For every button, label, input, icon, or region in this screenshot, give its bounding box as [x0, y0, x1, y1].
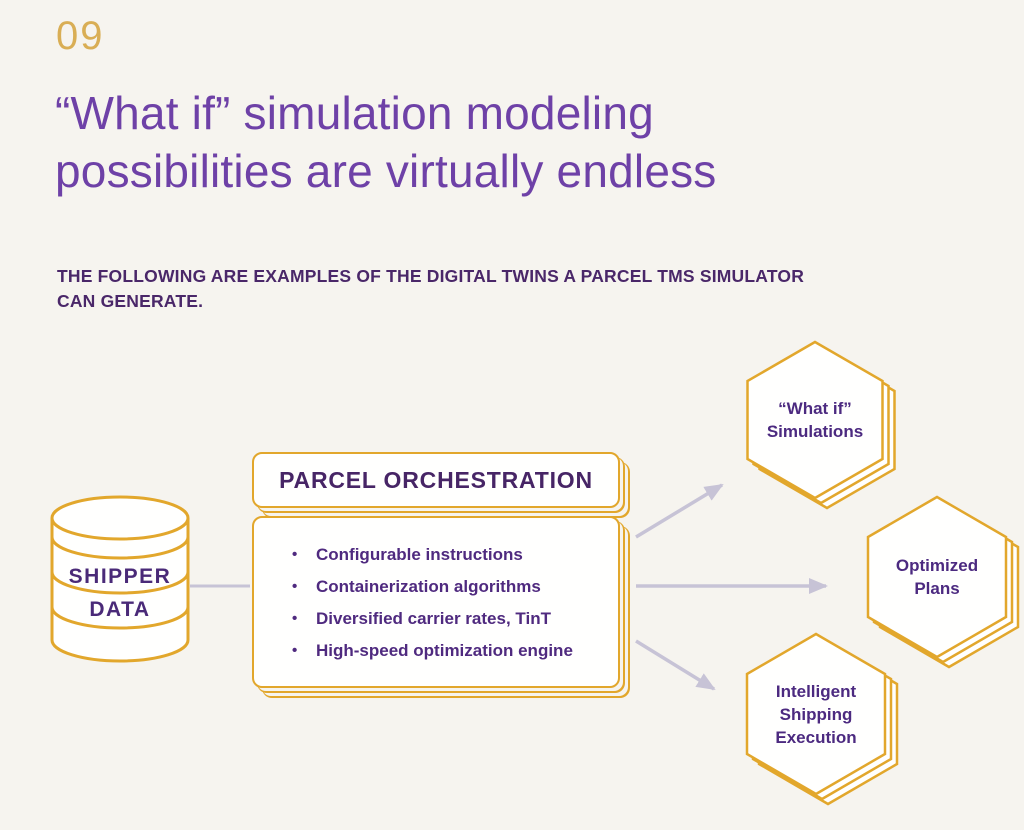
orchestration-header-card: PARCEL ORCHESTRATION	[252, 452, 620, 508]
page-title: “What if” simulation modeling possibilit…	[55, 87, 717, 197]
hexagon-intelligent-shipping	[745, 632, 899, 806]
optimized-plans-label: Optimized Plans	[895, 556, 979, 598]
intelligent-shipping-label: Intelligent Shipping Execution	[775, 681, 857, 747]
page-subtitle: THE FOLLOWING ARE EXAMPLES OF THE DIGITA…	[57, 266, 805, 311]
bullet-item: High-speed optimization engine	[254, 635, 618, 667]
bullet-item: Diversified carrier rates, TinT	[254, 603, 618, 635]
orchestration-list-card: Configurable instructions Containerizati…	[252, 516, 620, 688]
orchestration-bullet-list: Configurable instructions Containerizati…	[254, 539, 618, 667]
arrow-to-what-if-simulations	[635, 483, 724, 539]
hexagon-what-if-simulations	[746, 340, 896, 510]
database-label-data: DATA	[89, 598, 151, 621]
bullet-item: Containerization algorithms	[254, 571, 618, 603]
what-if-simulations-label: “What if” Simulations	[766, 399, 864, 441]
orchestration-title: PARCEL ORCHESTRATION	[279, 466, 593, 493]
bullet-item: Configurable instructions	[254, 539, 618, 571]
arrow-to-intelligent-shipping	[635, 639, 716, 691]
page-number: 09	[56, 14, 105, 58]
database-cylinder-icon	[50, 495, 190, 663]
hexagon-optimized-plans	[866, 495, 1020, 669]
database-label-shipper: SHIPPER	[68, 565, 172, 588]
